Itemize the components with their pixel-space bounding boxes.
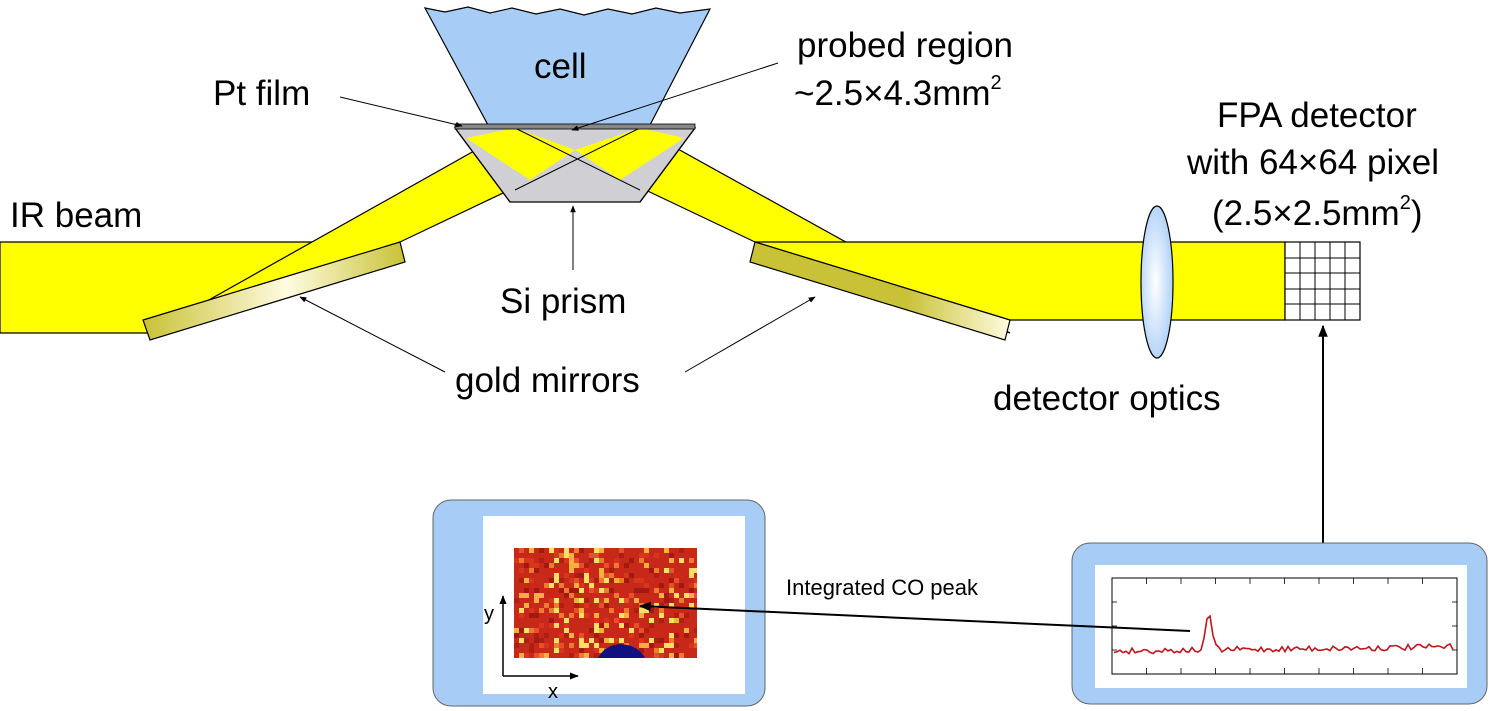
mirror-left-pointer xyxy=(299,296,446,373)
probed-region-size-label: ~2.5×4.3mm2 xyxy=(794,72,1002,113)
probed-region-pointer xyxy=(571,62,779,131)
probed-region-label: probed region xyxy=(797,26,1013,65)
cell-label: cell xyxy=(534,47,587,86)
integrated-co-peak-label: Integrated CO peak xyxy=(786,575,979,600)
gold-mirror-left xyxy=(142,241,406,341)
probed-region-sup: 2 xyxy=(991,72,1002,94)
gold-mirrors-label: gold mirrors xyxy=(455,361,640,400)
cell xyxy=(423,6,712,126)
mirror-right-pointer xyxy=(684,296,816,373)
detector-sup: 2 xyxy=(1400,192,1411,214)
beam-in-prism-right xyxy=(575,128,684,180)
detector-optics-label: detector optics xyxy=(993,379,1221,418)
fpa-detector xyxy=(1284,241,1361,321)
detector-label-2: with 64×64 pixel xyxy=(1186,143,1439,182)
spectrum-line xyxy=(1113,614,1454,655)
spectrum-ticks xyxy=(1112,578,1457,674)
co-heatmap xyxy=(514,548,697,658)
detector-label-3: (2.5×2.5mm2) xyxy=(1212,192,1423,233)
detector-label-1: FPA detector xyxy=(1217,96,1417,135)
si-prism-label: Si prism xyxy=(500,282,626,321)
co-peak-arrow xyxy=(638,601,1191,632)
ir-beam-label: IR beam xyxy=(10,196,142,235)
pt-film-label: Pt film xyxy=(213,74,310,113)
pt-film xyxy=(454,123,696,130)
gold-mirror-right xyxy=(749,241,1011,341)
detector-lens xyxy=(1140,205,1174,359)
pt-film-pointer xyxy=(339,96,463,128)
axis-y-label: y xyxy=(484,603,494,625)
beam-in-prism-left xyxy=(466,128,575,180)
axis-x-label: x xyxy=(548,681,558,703)
